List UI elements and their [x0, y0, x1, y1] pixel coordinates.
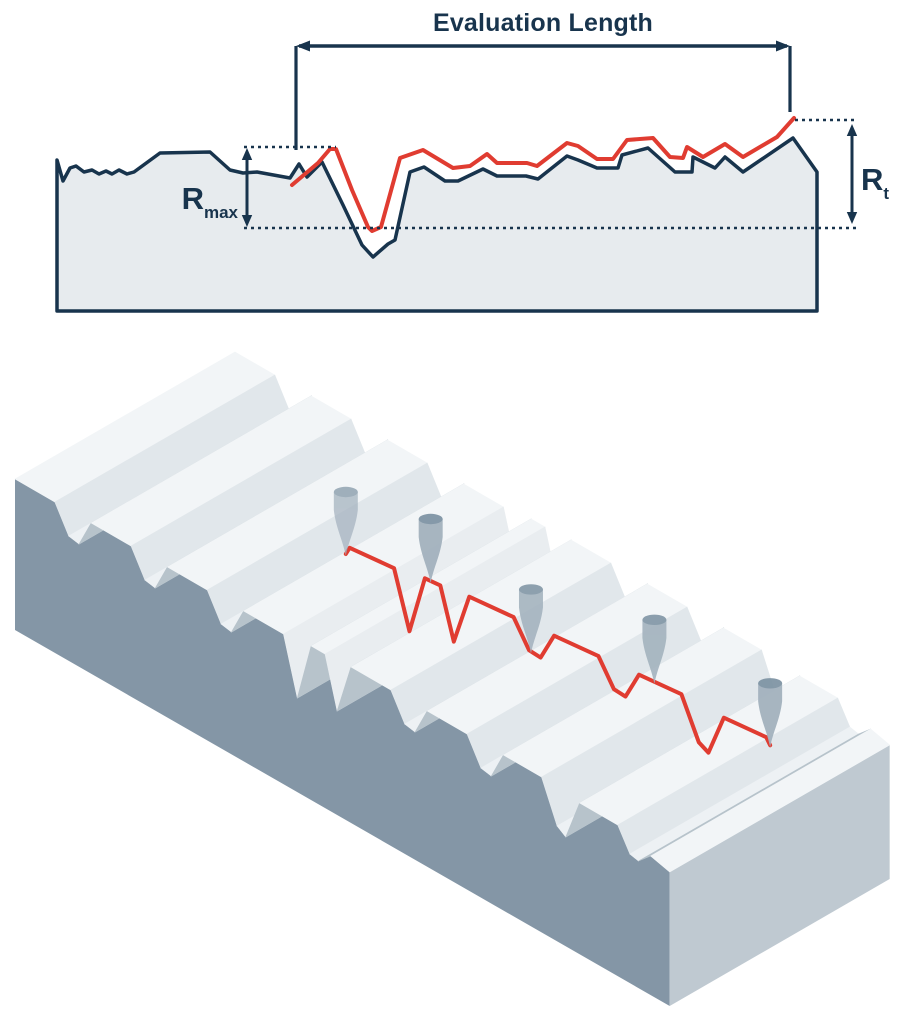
arrowhead-left [296, 40, 310, 52]
stylus-trace-line [343, 545, 773, 755]
filtered-profile-trace [290, 116, 796, 233]
rmax-dimension-arrow [241, 148, 253, 227]
stylus-body [518, 589, 543, 654]
rt-label: Rt [861, 162, 889, 203]
stylus-cone [758, 678, 783, 748]
stylus-body [418, 519, 443, 584]
surface-profile-shape [55, 136, 819, 313]
rt-dimension-arrow [846, 124, 858, 224]
evaluation-length-arrow [294, 40, 792, 150]
stylus-cone [518, 584, 543, 654]
stylus-top-cap [642, 614, 667, 626]
stylus-body [642, 619, 667, 684]
stylus-top-cap [333, 486, 358, 498]
arrowhead-right [776, 40, 790, 52]
stylus-body [333, 492, 358, 556]
isometric-surface-illustration [14, 351, 891, 1006]
stylus-cone [418, 513, 443, 584]
profile-cross-section-diagram: Evaluation Length Rmax Rt [55, 9, 889, 313]
stylus-top-cap [518, 584, 543, 595]
stylus-body [758, 683, 783, 748]
stylus-top-cap [758, 678, 783, 689]
stylus-top-cap [418, 513, 443, 525]
stylus-cone [333, 486, 358, 556]
stylus-cone [642, 614, 667, 684]
block-front-face [15, 479, 670, 1006]
block-right-face [669, 745, 890, 1006]
surface-ridge-stripe [650, 728, 891, 873]
diagram-title: Evaluation Length [433, 9, 653, 37]
rmax-label: Rmax [182, 181, 239, 222]
